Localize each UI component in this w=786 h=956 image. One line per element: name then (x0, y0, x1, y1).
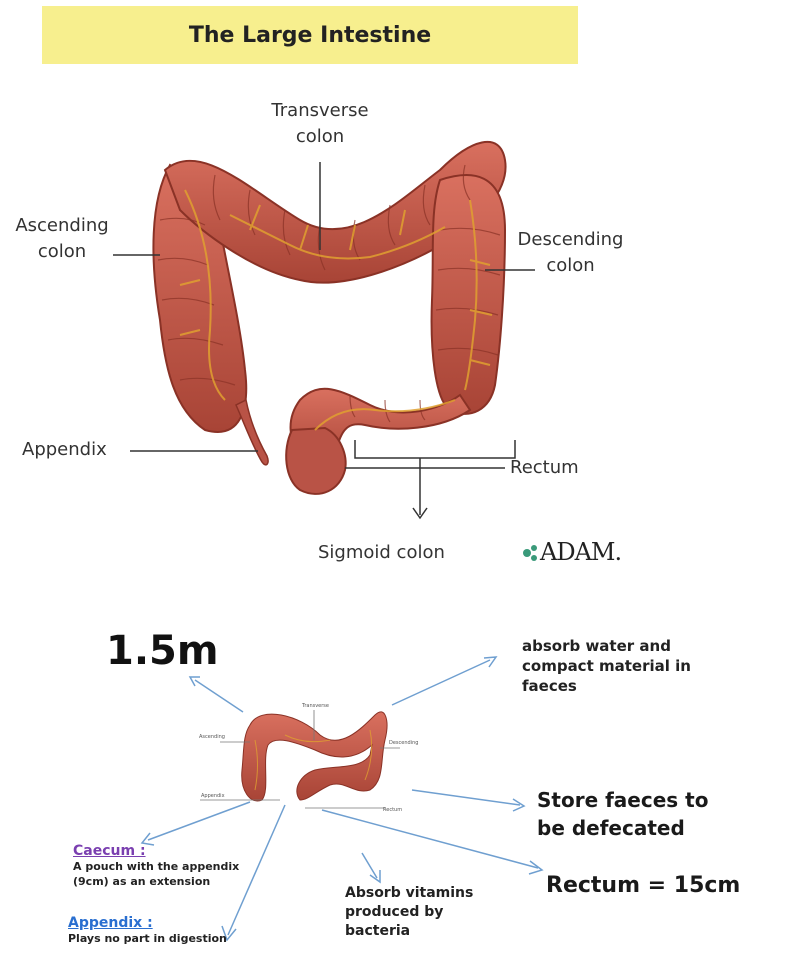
note-rectum-length: Rectum = 15cm (546, 873, 740, 898)
note-absorb-water-line3: faeces (522, 676, 691, 696)
small-intestine-illustration: Transverse Ascending Descending Appendix… (199, 703, 418, 813)
note-absorb-water: absorb water and compact material in fae… (522, 636, 691, 696)
adam-logo: ADAM. (540, 538, 621, 566)
label-transverse-colon: Transverse colon (255, 98, 385, 150)
label-ascending-line1: Ascending (12, 213, 112, 239)
svg-text:Rectum: Rectum (383, 807, 402, 813)
svg-text:Ascending: Ascending (199, 734, 225, 740)
label-appendix: Appendix (22, 437, 107, 463)
svg-text:Descending: Descending (389, 740, 418, 746)
label-descending-line1: Descending (508, 227, 633, 253)
note-vitamins: Absorb vitamins produced by bacteria (345, 884, 473, 941)
note-caecum: Caecum : A pouch with the appendix (9cm)… (73, 843, 239, 889)
label-ascending-line2: colon (12, 239, 112, 265)
note-absorb-water-line1: absorb water and (522, 636, 691, 656)
length-label: 1.5m (106, 628, 219, 674)
note-appendix: Appendix : Plays no part in digestion (68, 915, 227, 946)
appendix-text: Plays no part in digestion (68, 931, 227, 946)
svg-text:Transverse: Transverse (301, 703, 329, 709)
note-vitamins-line3: bacteria (345, 922, 473, 941)
label-sigmoid-colon: Sigmoid colon (318, 540, 445, 566)
note-store-faeces-line1: Store faeces to (537, 786, 708, 814)
label-descending-colon: Descending colon (508, 227, 633, 279)
note-absorb-water-line2: compact material in (522, 656, 691, 676)
note-store-faeces-line2: be defecated (537, 814, 708, 842)
caecum-text-line1: A pouch with the appendix (73, 859, 239, 874)
svg-text:Appendix: Appendix (201, 793, 225, 799)
caecum-heading: Caecum : (73, 843, 239, 859)
label-descending-line2: colon (508, 253, 633, 279)
appendix-heading: Appendix : (68, 915, 227, 931)
note-store-faeces: Store faeces to be defecated (537, 786, 708, 842)
adam-logo-mark (523, 545, 537, 561)
label-transverse-line1: Transverse (255, 98, 385, 124)
label-ascending-colon: Ascending colon (12, 213, 112, 265)
caecum-text-line2: (9cm) as an extension (73, 874, 239, 889)
note-vitamins-line2: produced by (345, 903, 473, 922)
main-intestine-illustration (153, 142, 505, 494)
label-transverse-line2: colon (255, 124, 385, 150)
note-vitamins-line1: Absorb vitamins (345, 884, 473, 903)
label-rectum: Rectum (510, 455, 579, 481)
